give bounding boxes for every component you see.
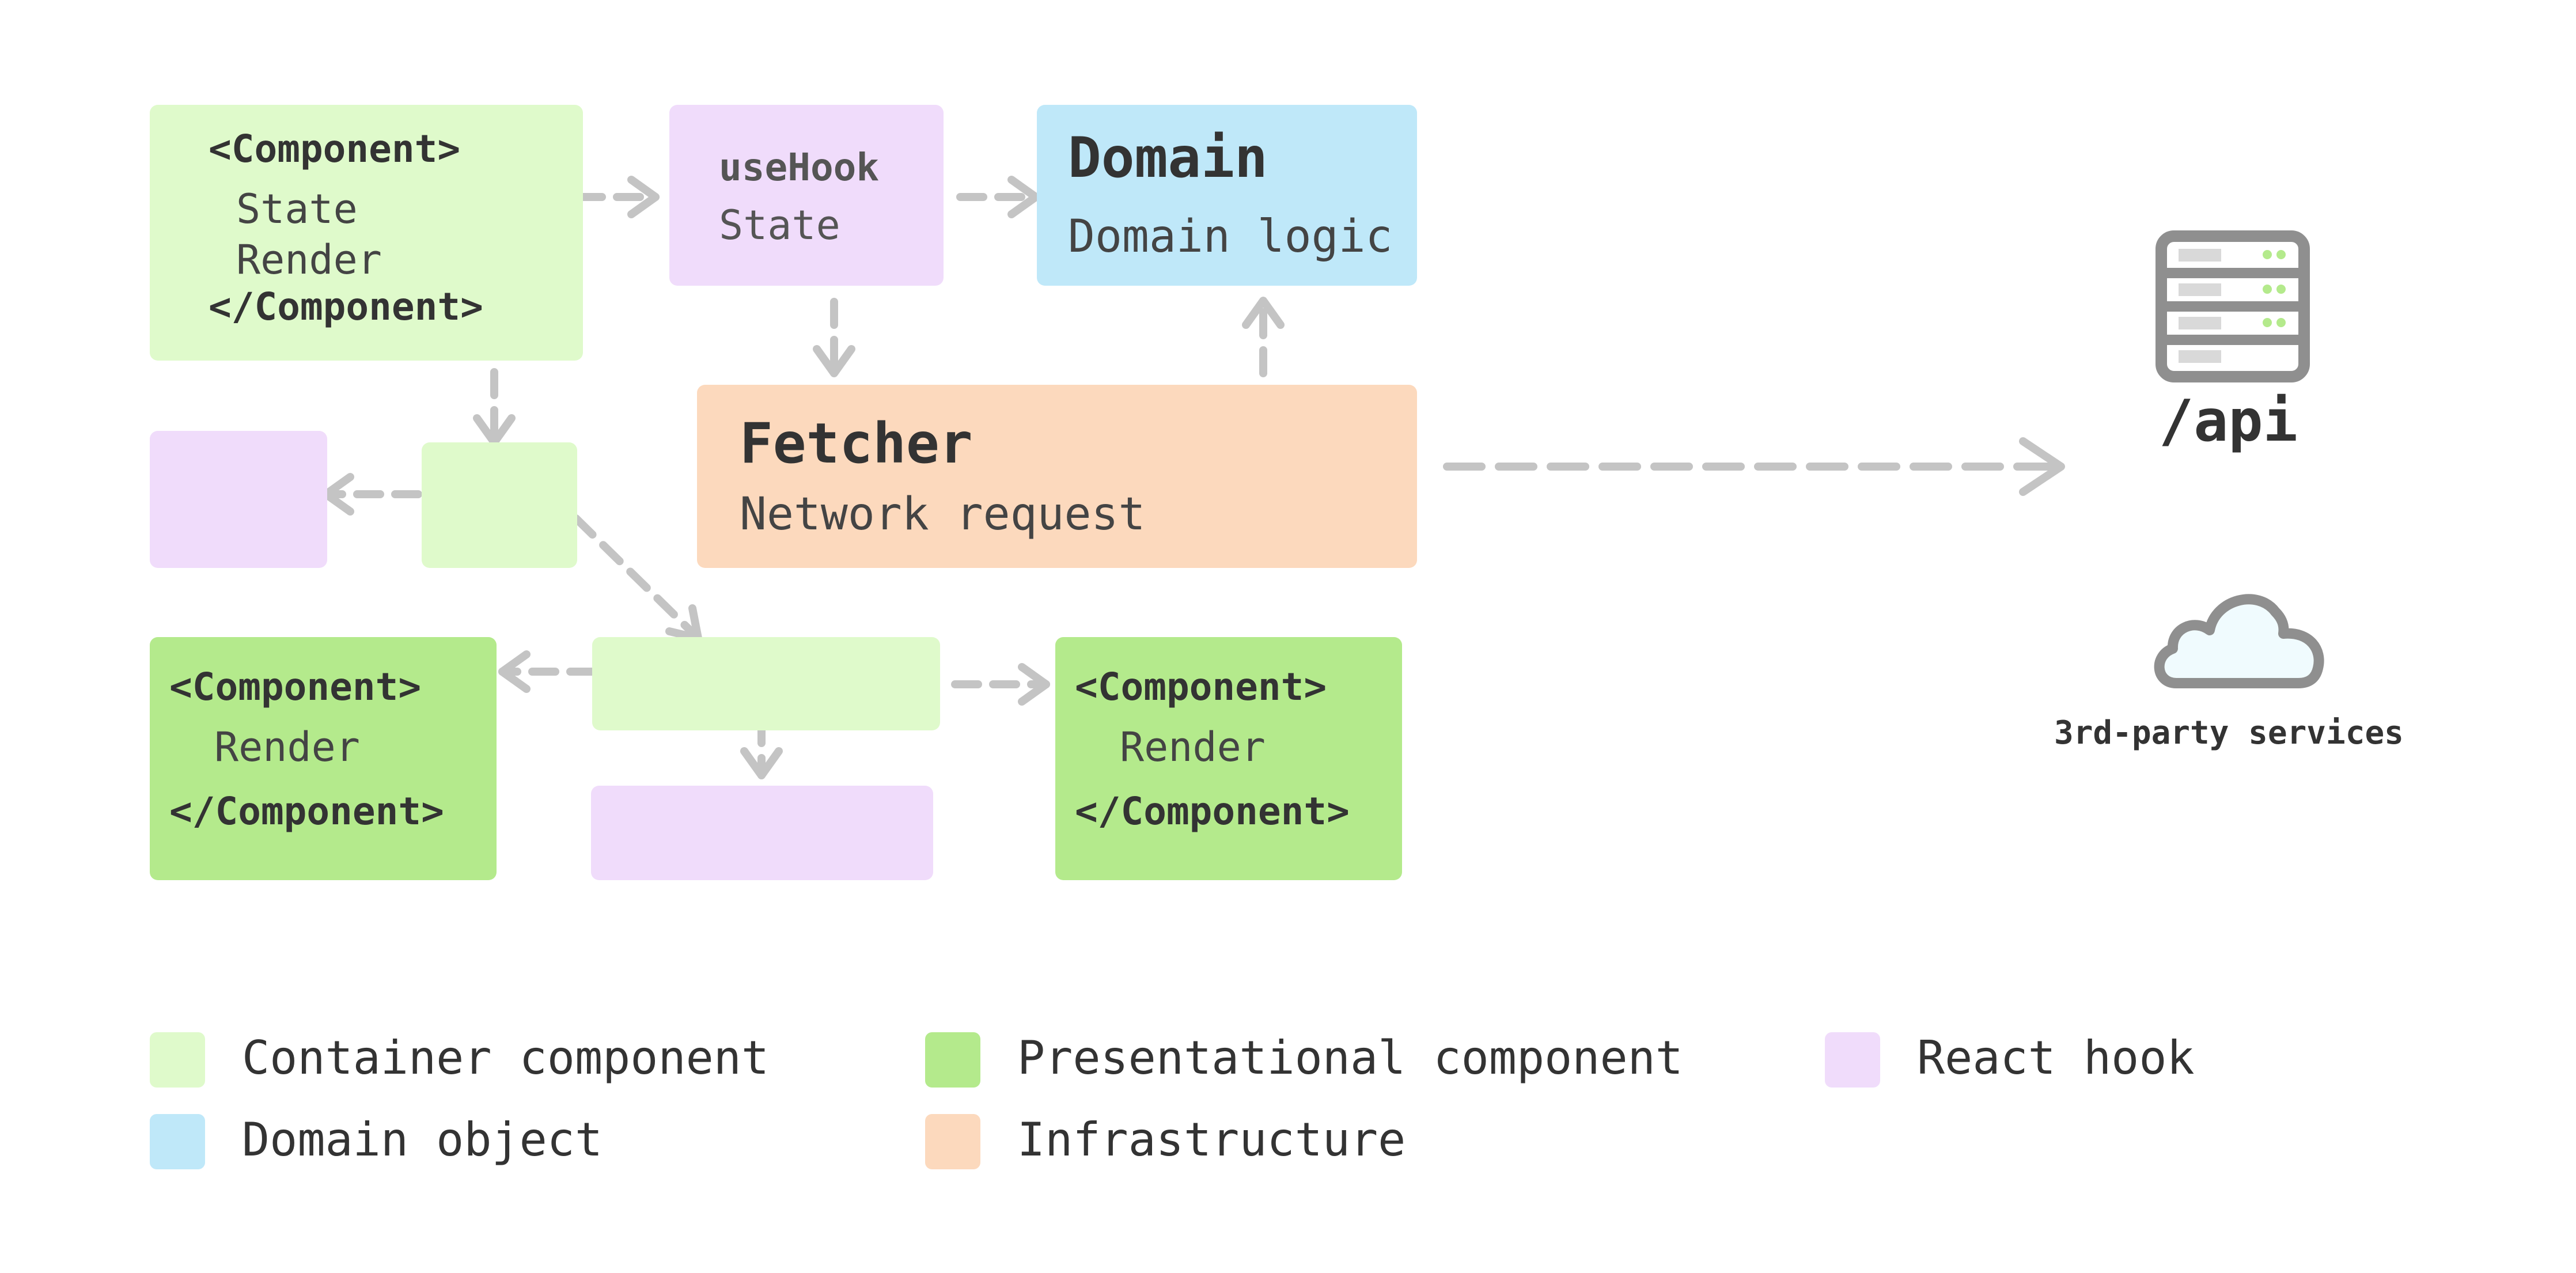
render-label: Render xyxy=(214,723,360,771)
bottom-hook-box xyxy=(591,786,933,880)
hook-state-label: State xyxy=(719,202,840,249)
presentational-component-left: <Component> Render </Component> xyxy=(150,637,497,880)
arrow-small-container-to-hook xyxy=(322,473,422,516)
arrow-mid-to-left-presentational xyxy=(498,650,597,693)
arrow-container-to-small-container xyxy=(473,368,516,446)
component-close-tag: </Component> xyxy=(209,285,483,329)
render-label: Render xyxy=(1120,723,1266,771)
api-label: /api xyxy=(2159,387,2298,454)
legend-swatch-infrastructure xyxy=(925,1114,980,1169)
arrow-hook-to-domain xyxy=(956,176,1040,218)
container-component-box: <Component> State Render </Component> xyxy=(150,105,583,361)
legend-swatch-presentational xyxy=(925,1032,980,1088)
fetcher-title: Fetcher xyxy=(740,411,973,476)
legend-swatch-domain xyxy=(150,1114,205,1169)
component-close-tag: </Component> xyxy=(1075,789,1350,833)
legend-label-infrastructure: Infrastructure xyxy=(1017,1113,1406,1166)
legend-label-container: Container component xyxy=(242,1031,770,1085)
fetcher-box: Fetcher Network request xyxy=(697,385,1417,568)
legend-label-presentational: Presentational component xyxy=(1017,1031,1683,1085)
presentational-component-right: <Component> Render </Component> xyxy=(1055,637,1402,880)
third-party-label: 3rd-party services xyxy=(2054,714,2404,752)
arrow-small-container-to-mid-container xyxy=(572,514,702,642)
arrow-hook-to-fetcher xyxy=(813,298,855,377)
fetcher-subtitle: Network request xyxy=(740,488,1146,540)
small-hook-box xyxy=(150,431,327,568)
hook-name: useHook xyxy=(719,145,880,190)
domain-box: Domain Domain logic xyxy=(1037,105,1417,286)
use-hook-box: useHook State xyxy=(669,105,944,286)
legend-swatch-hook xyxy=(1825,1032,1880,1088)
component-open-tag: <Component> xyxy=(169,665,422,709)
state-label: State xyxy=(236,185,358,233)
legend-label-domain: Domain object xyxy=(242,1113,603,1166)
component-close-tag: </Component> xyxy=(169,789,444,833)
arrow-fetcher-to-api xyxy=(1443,437,2065,496)
legend-swatch-container xyxy=(150,1032,205,1088)
component-open-tag: <Component> xyxy=(1075,665,1327,709)
arrow-fetcher-to-domain xyxy=(1242,297,1285,377)
mid-container-box xyxy=(592,637,940,730)
component-open-tag: <Component> xyxy=(209,127,461,171)
render-label: Render xyxy=(236,236,382,283)
domain-title: Domain xyxy=(1068,126,1268,190)
small-container-box xyxy=(422,442,577,568)
domain-subtitle: Domain logic xyxy=(1068,211,1393,263)
arrow-container-to-hook xyxy=(575,176,660,218)
legend-label-hook: React hook xyxy=(1917,1031,2195,1085)
arrow-mid-to-right-presentational xyxy=(951,663,1050,706)
